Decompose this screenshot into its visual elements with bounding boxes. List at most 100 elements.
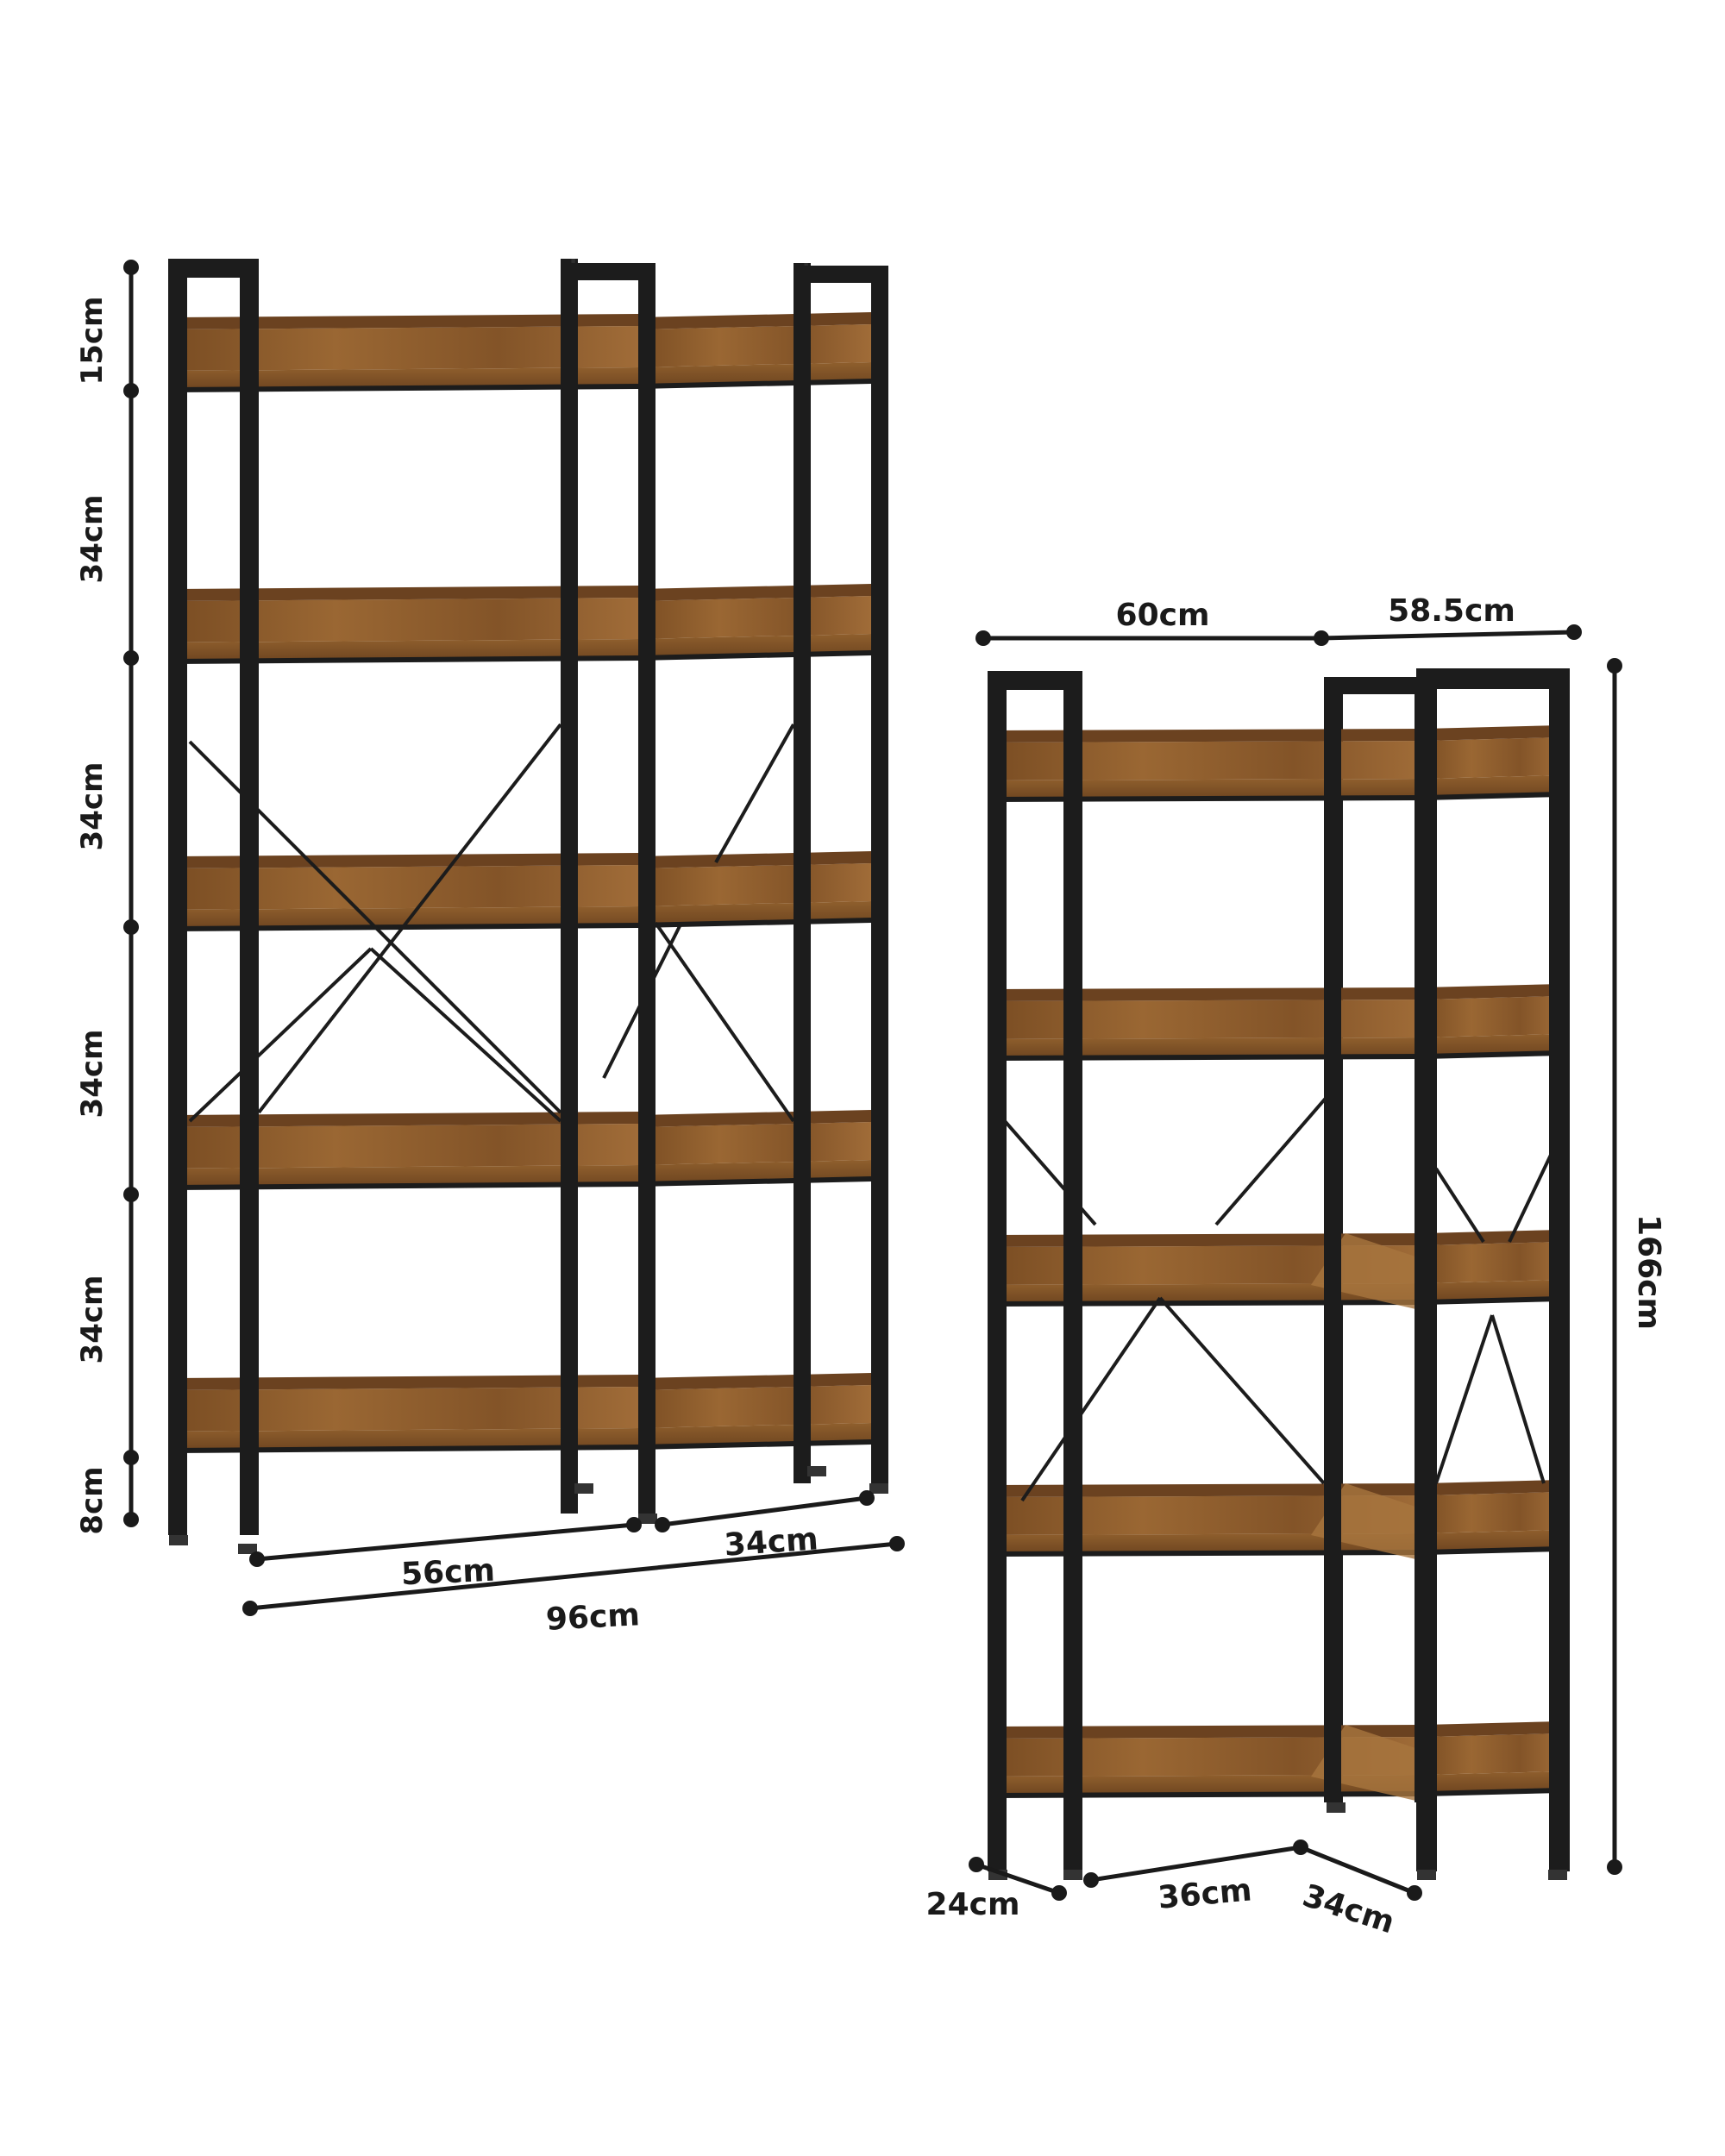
left-shelf-right-1-back-lip [638,312,871,329]
total-width-start [242,1601,258,1616]
left-shelf-right-2-surface [638,596,871,639]
left-unit-width-line [254,1522,637,1562]
left-height-tick-6 [123,1450,139,1465]
left-foot-6 [807,1466,826,1476]
height-label-total: 166cm [1631,1214,1666,1330]
depth-label-inner-front: 36cm [1157,1872,1253,1915]
right-shelf-front-4-surface [992,1495,1423,1535]
width-label-right-unit: 34cm [723,1521,819,1564]
left-shelf-left-3-surface [172,865,638,910]
right-shelf-side-3-frame-rail [1422,1296,1562,1305]
left-foot-4 [869,1483,888,1494]
front-width-start [975,630,991,646]
left-shelf-left-3-front-edge [172,906,638,929]
depth-label: 24cm [926,1887,1020,1922]
left-shelf-left-2-surface [172,598,638,642]
right-shelf-front-3-surface [992,1245,1423,1285]
left-shelf-right-4-frame-rail [637,1176,872,1187]
left-height-dimensions [123,260,139,1527]
width-label-total: 96cm [545,1597,641,1638]
height-label-top: 15cm [75,297,110,385]
double-bookshelf [168,259,888,1554]
left-height-tick-7 [123,1512,139,1527]
left-shelf-left-2-back-lip [172,586,638,601]
height-label-shelf1: 34cm [75,495,110,584]
side-width-line [1319,630,1577,641]
width-label-front: 60cm [1116,598,1210,633]
left-height-tick-4 [123,919,139,935]
right-shelf-front-4-frame-rail [991,1550,1424,1557]
left-brace-3a [714,724,795,863]
left-shelf-left-4-surface [172,1124,638,1169]
left-front-frame-right [794,266,888,1483]
left-brace-2a [188,947,373,1123]
left-shelf-right-5-surface [638,1385,871,1428]
left-unit-width-end [626,1517,642,1532]
left-height-tick-1 [123,260,139,275]
left-shelf-left-5-front-edge [172,1428,638,1451]
right-foot-5 [1327,1802,1346,1813]
left-shelf-left-1-surface [172,326,638,371]
inner-front-line [1088,1845,1303,1883]
left-foot-5 [574,1483,593,1494]
height-label-bottom: 8cm [75,1466,110,1534]
left-shelf-left-4-front-edge [172,1165,638,1188]
right-shelf-front-5-front-edge [992,1775,1423,1796]
left-shelf-left-3-back-lip [172,853,638,868]
inner-side-line [1298,1845,1417,1896]
left-brace-3b [654,921,795,1123]
right-brace-2b [1158,1296,1326,1485]
right-shelf-side-5-surface [1423,1733,1561,1775]
right-shelf-side-4-back-lip [1423,1480,1561,1495]
right-brace-3a [1434,1167,1485,1244]
right-shelf-side-4-frame-rail [1422,1546,1562,1555]
right-shelf-front-1-back-lip [992,729,1423,743]
right-shelf-side-2-surface [1423,996,1561,1037]
left-shelf-left-4-back-lip [172,1112,638,1127]
left-shelf-left-5-surface [172,1387,638,1432]
right-shelf-side-4-front-edge [1423,1530,1561,1552]
total-height-top [1607,658,1622,674]
right-shelf-side-2-frame-rail [1422,1050,1562,1059]
corner-bookshelf [988,668,1570,1880]
side-width-end [1566,624,1582,640]
left-front-frame-left [168,259,259,1535]
left-foot-1 [169,1535,188,1545]
left-height-tick-3 [123,650,139,666]
total-width-line [248,1541,900,1611]
inner-side-end [1407,1885,1422,1901]
right-shelf-front-1-front-edge [992,779,1423,799]
right-shelf-front-5-surface [992,1737,1423,1777]
depth-start [969,1857,984,1872]
right-shelf-side-3-front-edge [1423,1280,1561,1302]
right-shelf-side-1-front-edge [1423,775,1561,798]
width-label-side: 58.5cm [1388,593,1515,629]
left-shelf-right-3-back-lip [638,851,871,868]
right-shelf-front-2-surface [992,1000,1423,1039]
right-brace-2a [1020,1296,1162,1502]
right-brace-4a [1434,1314,1494,1484]
depth-line [974,1862,1062,1896]
right-dimensions [969,624,1622,1901]
right-brace-1b [1214,1094,1330,1226]
height-label-shelf2: 34cm [75,762,110,851]
left-height-tick-2 [123,383,139,398]
right-shelf-front-2-back-lip [992,987,1423,1001]
left-foot-2 [238,1544,257,1554]
right-shelf-side-3-back-lip [1423,1230,1561,1245]
right-shelf-side-5-frame-rail [1422,1788,1562,1796]
left-brace-1b [257,723,562,1114]
right-shelf-front-4-back-lip [992,1483,1423,1497]
right-foot-4 [1548,1870,1567,1880]
left-shelf-left-5-back-lip [172,1375,638,1390]
right-shelf-side-5-front-edge [1423,1771,1561,1794]
left-brace-2b [369,947,562,1123]
left-shelf-right-5-back-lip [638,1373,871,1390]
right-front-frame-corner [1416,668,1570,1871]
right-brace-4b [1490,1314,1546,1484]
right-shelf-front-5-frame-rail [991,1791,1424,1798]
left-shelf-right-5-frame-rail [637,1439,872,1450]
right-front-frame-left [988,671,1082,1871]
right-unit-width-line [660,1495,869,1527]
height-label-shelf3: 34cm [75,1030,110,1119]
